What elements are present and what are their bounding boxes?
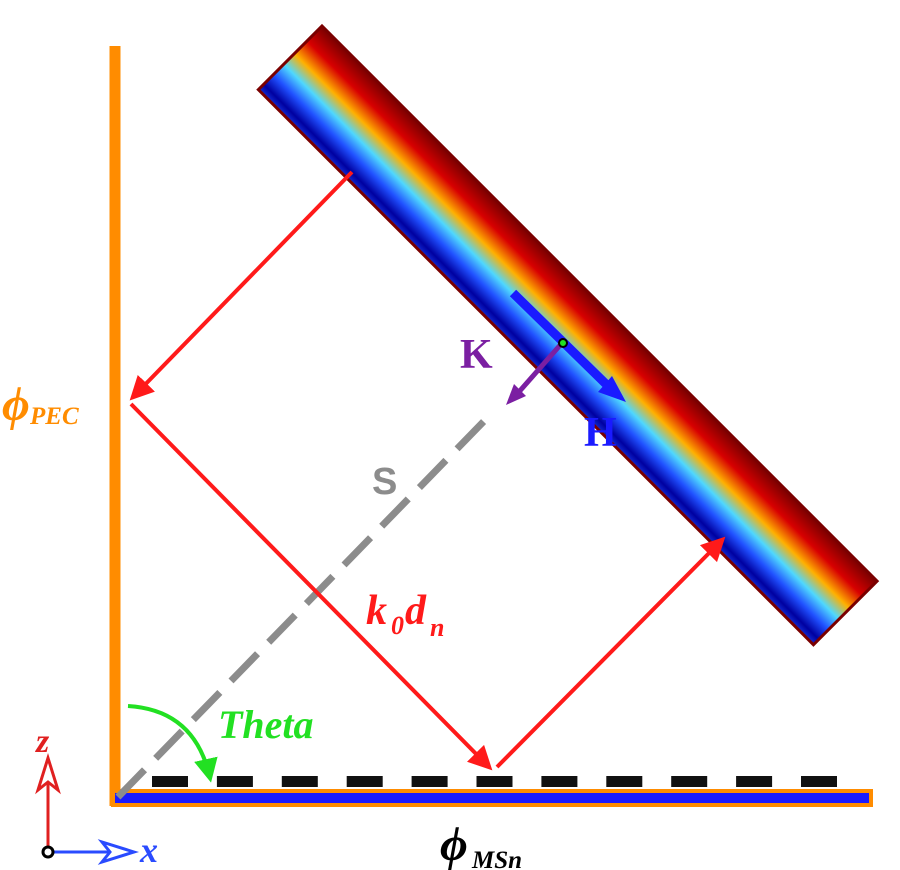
metasurface-element xyxy=(216,776,253,787)
k-vector-arrowhead xyxy=(506,384,526,405)
label-axis-z: z xyxy=(35,723,50,760)
metasurface-elements xyxy=(152,776,837,787)
label-phi-ms: ϕ MSn xyxy=(440,818,522,870)
axis-origin xyxy=(41,845,55,859)
label-path-d: d xyxy=(405,588,427,634)
wave-stripes xyxy=(258,26,878,645)
label-phi-pec-sub: PEC xyxy=(29,403,79,430)
h-vector-arrowhead xyxy=(598,376,626,402)
k-vector xyxy=(516,341,564,395)
metasurface-element xyxy=(606,776,643,787)
metasurface-element xyxy=(541,776,578,787)
label-theta: Theta xyxy=(218,702,314,747)
label-path-subn: n xyxy=(430,613,444,642)
metasurface-element xyxy=(346,776,383,787)
ray-incident xyxy=(129,170,354,401)
label-phi-pec: ϕ PEC xyxy=(2,378,79,431)
wave-band xyxy=(256,23,880,647)
metasurface-element xyxy=(281,776,318,787)
ray-reflected xyxy=(495,536,726,769)
metasurface-element xyxy=(411,776,448,787)
label-path-sub0: 0 xyxy=(391,611,404,640)
metasurface-element xyxy=(476,776,513,787)
wave-band-border xyxy=(256,23,880,647)
metasurface-element xyxy=(152,776,188,787)
ray-pec-to-ms xyxy=(129,402,493,771)
label-s: S xyxy=(372,461,397,503)
metasurface-element xyxy=(736,776,773,787)
label-path-length: k 0 d n xyxy=(366,588,444,642)
s-line xyxy=(115,412,493,800)
axis-z-arrowhead xyxy=(35,752,61,795)
metasurface-element xyxy=(801,776,837,787)
k-origin-dot xyxy=(558,338,568,348)
axis-x-arrowhead xyxy=(97,839,140,865)
label-phi-ms-main: ϕ xyxy=(440,818,468,870)
label-axis-x: x xyxy=(139,830,158,870)
label-phi-ms-sub: MSn xyxy=(471,847,522,870)
label-k: K xyxy=(460,332,493,378)
label-phi-pec-main: ϕ xyxy=(2,378,30,431)
theta-arc xyxy=(127,704,218,783)
label-h: H xyxy=(584,410,617,456)
label-path-k: k xyxy=(366,588,387,634)
ground-plane xyxy=(111,789,873,807)
metasurface-element xyxy=(671,776,708,787)
